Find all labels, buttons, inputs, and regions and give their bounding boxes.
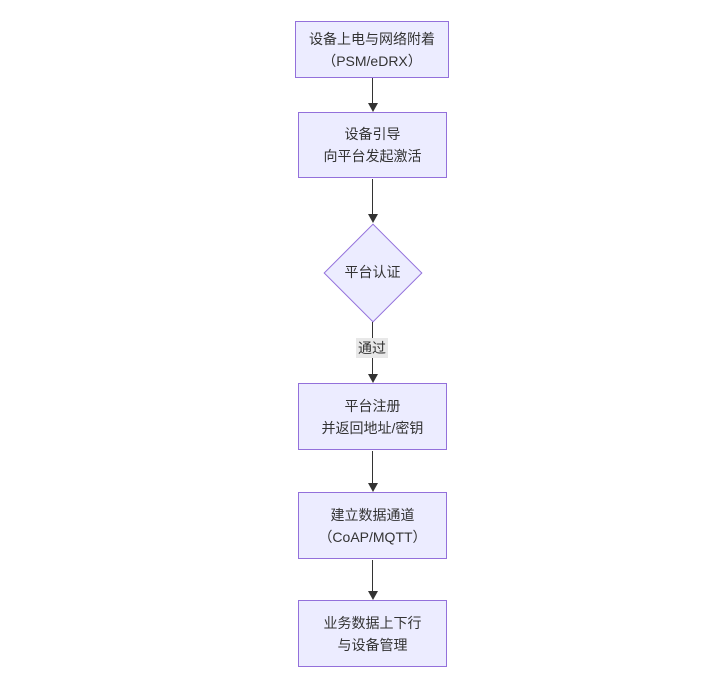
node-power-attach-line2: （PSM/eDRX） xyxy=(322,52,422,69)
node-register: 平台注册 并返回地址/密钥 xyxy=(298,383,447,450)
node-bootstrap: 设备引导 向平台发起激活 xyxy=(298,112,447,178)
arrow-down-icon xyxy=(368,214,378,223)
node-power-attach: 设备上电与网络附着 （PSM/eDRX） xyxy=(295,21,449,78)
node-bootstrap-line1: 设备引导 xyxy=(344,126,401,142)
node-power-attach-line1: 设备上电与网络附着 xyxy=(309,30,435,47)
node-auth-text: 平台认证 xyxy=(344,264,401,280)
node-register-line1: 平台注册 xyxy=(344,397,401,414)
node-business: 业务数据上下行 与设备管理 xyxy=(298,600,447,667)
node-register-line2: 并返回地址/密钥 xyxy=(321,419,424,436)
node-business-line2: 与设备管理 xyxy=(337,636,408,653)
arrow-down-icon xyxy=(368,103,378,112)
arrow-down-icon xyxy=(368,591,378,600)
edge-label-pass: 通过 xyxy=(356,338,388,358)
node-channel-line2: （CoAP/MQTT） xyxy=(318,528,427,545)
edge-channel-to-business-line xyxy=(372,560,373,591)
node-channel: 建立数据通道 （CoAP/MQTT） xyxy=(298,492,447,559)
node-auth-label: 平台认证 xyxy=(322,258,423,286)
edge-bootstrap-to-auth-line xyxy=(372,179,373,215)
node-bootstrap-line2: 向平台发起激活 xyxy=(323,148,422,164)
node-channel-line1: 建立数据通道 xyxy=(330,506,415,523)
node-business-line1: 业务数据上下行 xyxy=(323,614,422,631)
arrow-down-icon xyxy=(368,483,378,492)
edge-register-to-channel-line xyxy=(372,451,373,483)
edge-power-to-bootstrap-line xyxy=(372,78,373,104)
arrow-down-icon xyxy=(368,374,378,383)
